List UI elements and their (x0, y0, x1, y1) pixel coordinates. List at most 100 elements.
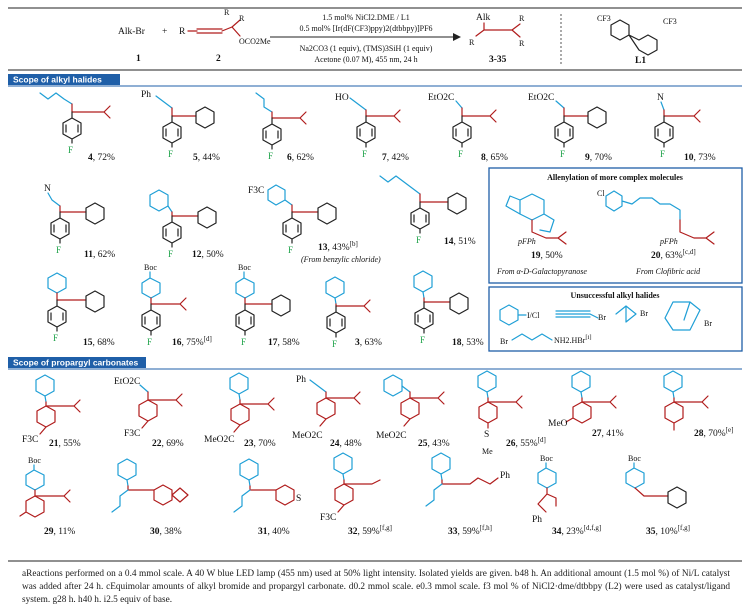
reactant2-structure: R R R OCO2Me (179, 8, 271, 46)
svg-text:F: F (268, 151, 273, 161)
compound-35: Boc 35, 10%[f,g] (625, 454, 690, 537)
compound-6: F 6, 62% (255, 92, 314, 163)
svg-text:33, 59%[f,h]: 33, 59%[f,h] (448, 524, 492, 537)
svg-text:EtO2C: EtO2C (428, 93, 454, 103)
compound-33: Ph 33, 59%[f,h] (425, 452, 510, 537)
table-footnote: aReactions performed on a 0.4 mmol scale… (22, 569, 730, 605)
svg-text:24, 48%: 24, 48% (330, 439, 362, 449)
svg-text:S: S (296, 494, 301, 504)
svg-text:Boc: Boc (540, 454, 553, 463)
svg-text:32, 59%[f,g]: 32, 59%[f,g] (348, 524, 392, 537)
compound-15: F 15, 68% (47, 272, 115, 348)
svg-text:F: F (168, 149, 173, 159)
svg-text:5, 44%: 5, 44% (193, 153, 220, 163)
svg-text:25, 43%: 25, 43% (418, 439, 450, 449)
compound-12: F 12, 50% (149, 189, 224, 260)
compound-28: 28, 70%[e] (663, 370, 733, 439)
svg-text:3, 63%: 3, 63% (355, 338, 382, 348)
svg-text:29, 11%: 29, 11% (44, 527, 75, 537)
condition-line-1: 1.5 mol% NiCl2.DME / L1 (322, 13, 410, 22)
svg-text:From Clofibric acid: From Clofibric acid (635, 267, 701, 276)
svg-text:20, 63%[c,d]: 20, 63%[c,d] (651, 248, 696, 261)
svg-text:F: F (241, 337, 246, 347)
svg-text:MeO2C: MeO2C (204, 435, 235, 445)
compound-11: N F 11, 62% (44, 184, 115, 260)
svg-text:15, 68%: 15, 68% (83, 338, 115, 348)
svg-text:14, 51%: 14, 51% (444, 237, 476, 247)
svg-text:S: S (484, 430, 489, 440)
product-structure: Alk R R R (469, 13, 525, 48)
svg-text:MeO2C: MeO2C (376, 431, 407, 441)
compound-29: Boc 29, 11% (19, 456, 75, 537)
svg-text:6, 62%: 6, 62% (287, 153, 314, 163)
compound-23: MeO2C 23, 70% (204, 372, 276, 449)
svg-text:35, 10%[f,g]: 35, 10%[f,g] (646, 524, 690, 537)
svg-text:28, 70%[e]: 28, 70%[e] (694, 426, 733, 439)
svg-text:7, 42%: 7, 42% (382, 153, 409, 163)
unsuccessful-box: Unsuccessful alkyl halides I/Cl Br Br Br… (488, 286, 743, 352)
svg-text:I/Cl: I/Cl (527, 311, 540, 320)
svg-text:F: F (56, 245, 61, 255)
svg-text:F: F (660, 149, 665, 159)
compound-32: F3C 32, 59%[f,g] (320, 452, 392, 537)
complex-molecules-box: Allenylation of more complex molecules p… (488, 167, 743, 284)
svg-text:10, 73%: 10, 73% (684, 153, 716, 163)
svg-text:F: F (288, 245, 293, 255)
svg-text:23, 70%: 23, 70% (244, 439, 276, 449)
svg-text:HO: HO (335, 93, 349, 103)
compound-16: Boc F 16, 75%[d] (141, 263, 212, 348)
svg-text:Me: Me (482, 447, 493, 456)
svg-text:Scope of alkyl halides: Scope of alkyl halides (13, 75, 102, 85)
compound-14: F 14, 51% (379, 175, 476, 247)
svg-text:Boc: Boc (28, 456, 41, 465)
compound-31: S 31, 40% (233, 458, 301, 537)
svg-text:MeO: MeO (548, 419, 568, 429)
compound-9: EtO2C F 9, 70% (528, 93, 612, 163)
svg-text:12, 50%: 12, 50% (192, 250, 224, 260)
svg-text:F: F (68, 145, 73, 155)
svg-text:Ph: Ph (500, 471, 510, 481)
svg-text:pFPh: pFPh (517, 237, 536, 246)
svg-text:EtO2C: EtO2C (528, 93, 554, 103)
svg-text:R: R (224, 8, 230, 17)
svg-text:R: R (519, 14, 525, 23)
compound-30: 30, 38% (111, 458, 189, 537)
svg-text:26, 55%[d]: 26, 55%[d] (506, 436, 546, 449)
svg-text:CF3: CF3 (597, 14, 611, 23)
reactant1-label: Alk-Br (118, 27, 146, 37)
scheme-figure: Alk-Br 1 + R R R OCO2Me 2 1.5 mol% NiCl2… (8, 7, 743, 562)
svg-text:Ph: Ph (532, 515, 542, 525)
svg-text:Ph: Ph (141, 90, 151, 100)
svg-text:30, 38%: 30, 38% (150, 527, 182, 537)
carbonate-label: OCO2Me (239, 37, 271, 46)
svg-text:F: F (147, 337, 152, 347)
svg-text:pFPh: pFPh (659, 237, 678, 246)
svg-text:N: N (657, 93, 664, 103)
compound-25: MeO2C 25, 43% (376, 374, 450, 449)
svg-text:Boc: Boc (628, 454, 641, 463)
svg-text:19, 50%: 19, 50% (531, 251, 563, 261)
svg-text:F3C: F3C (124, 429, 140, 439)
svg-text:F3C: F3C (22, 435, 38, 445)
svg-text:F: F (560, 149, 565, 159)
ligand-label: L1 (635, 56, 646, 66)
svg-text:Boc: Boc (144, 263, 157, 272)
svg-text:13, 43%[b]: 13, 43%[b] (318, 240, 358, 253)
svg-text:R: R (179, 27, 186, 37)
product-range: 3-35 (489, 55, 507, 65)
compound-27: MeO 27, 41% (548, 370, 624, 439)
ligand-structure: CF3 CF3 L1 (597, 14, 677, 66)
compound-3: F 3, 63% (325, 276, 382, 349)
svg-text:27, 41%: 27, 41% (592, 429, 624, 439)
svg-text:Ph: Ph (296, 375, 306, 385)
svg-text:MeO2C: MeO2C (292, 431, 323, 441)
section-propargyl: Scope of propargyl carbonates (8, 357, 742, 370)
compound-10: N F 10, 73% (654, 93, 716, 163)
compound-4: F 4, 72% (39, 92, 115, 163)
svg-text:From α-D-Galactopyranose: From α-D-Galactopyranose (496, 267, 587, 276)
svg-text:NH2.HBr[i]: NH2.HBr[i] (554, 334, 591, 345)
condition-line-3: Na2CO3 (1 equiv), (TMS)3SiH (1 equiv) (300, 44, 433, 53)
svg-text:F: F (362, 149, 367, 159)
svg-text:Br: Br (704, 319, 712, 328)
svg-text:R: R (239, 14, 245, 23)
